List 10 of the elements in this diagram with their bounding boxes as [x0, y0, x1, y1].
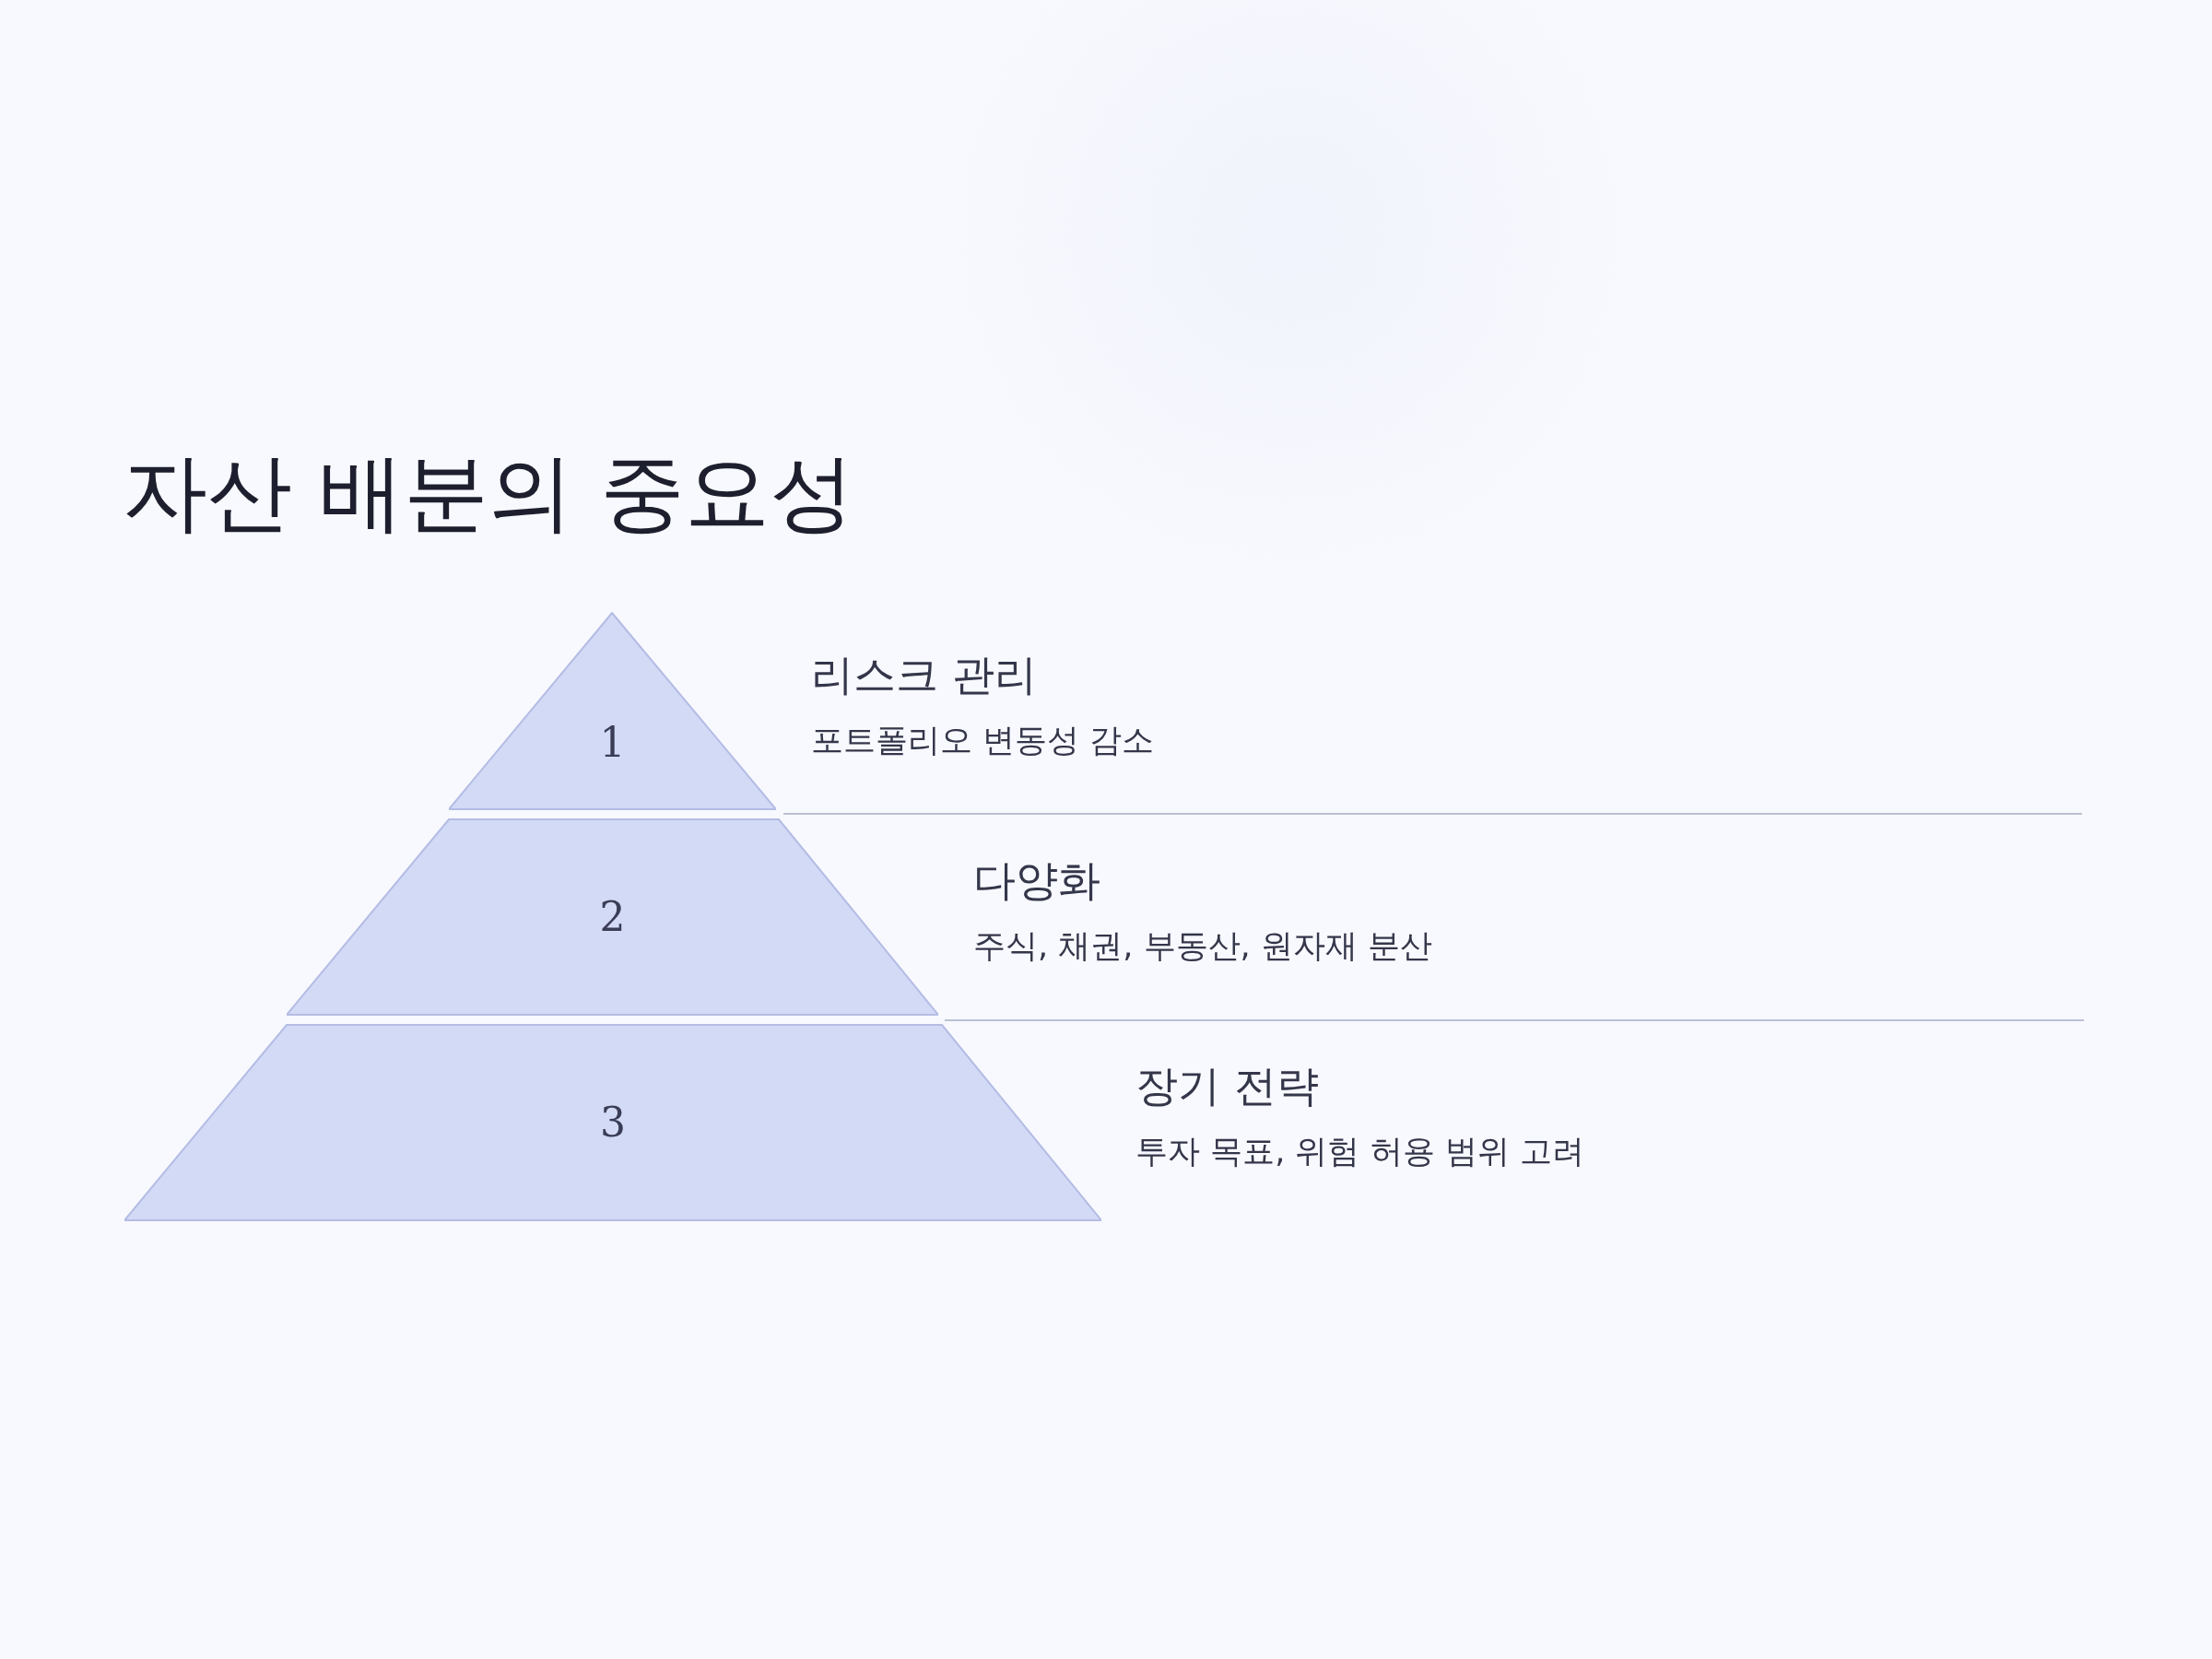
tier-number: 2 [598, 897, 627, 937]
tier-description: 주식, 채권, 부동산, 원자재 분산 [973, 926, 1432, 965]
tier-heading: 장기 전략 [1135, 1061, 1319, 1112]
tier-heading: 다양화 [973, 855, 1100, 907]
tier-description: 포트폴리오 변동성 감소 [811, 721, 1155, 759]
tier-number: 3 [599, 1102, 627, 1143]
title: 자산 배분의 중요성 [123, 442, 855, 544]
tier-description: 투자 목표, 위험 허용 범위 고려 [1135, 1132, 1584, 1171]
tier-heading: 리스크 관리 [811, 650, 1037, 701]
tier-number: 1 [598, 722, 627, 763]
